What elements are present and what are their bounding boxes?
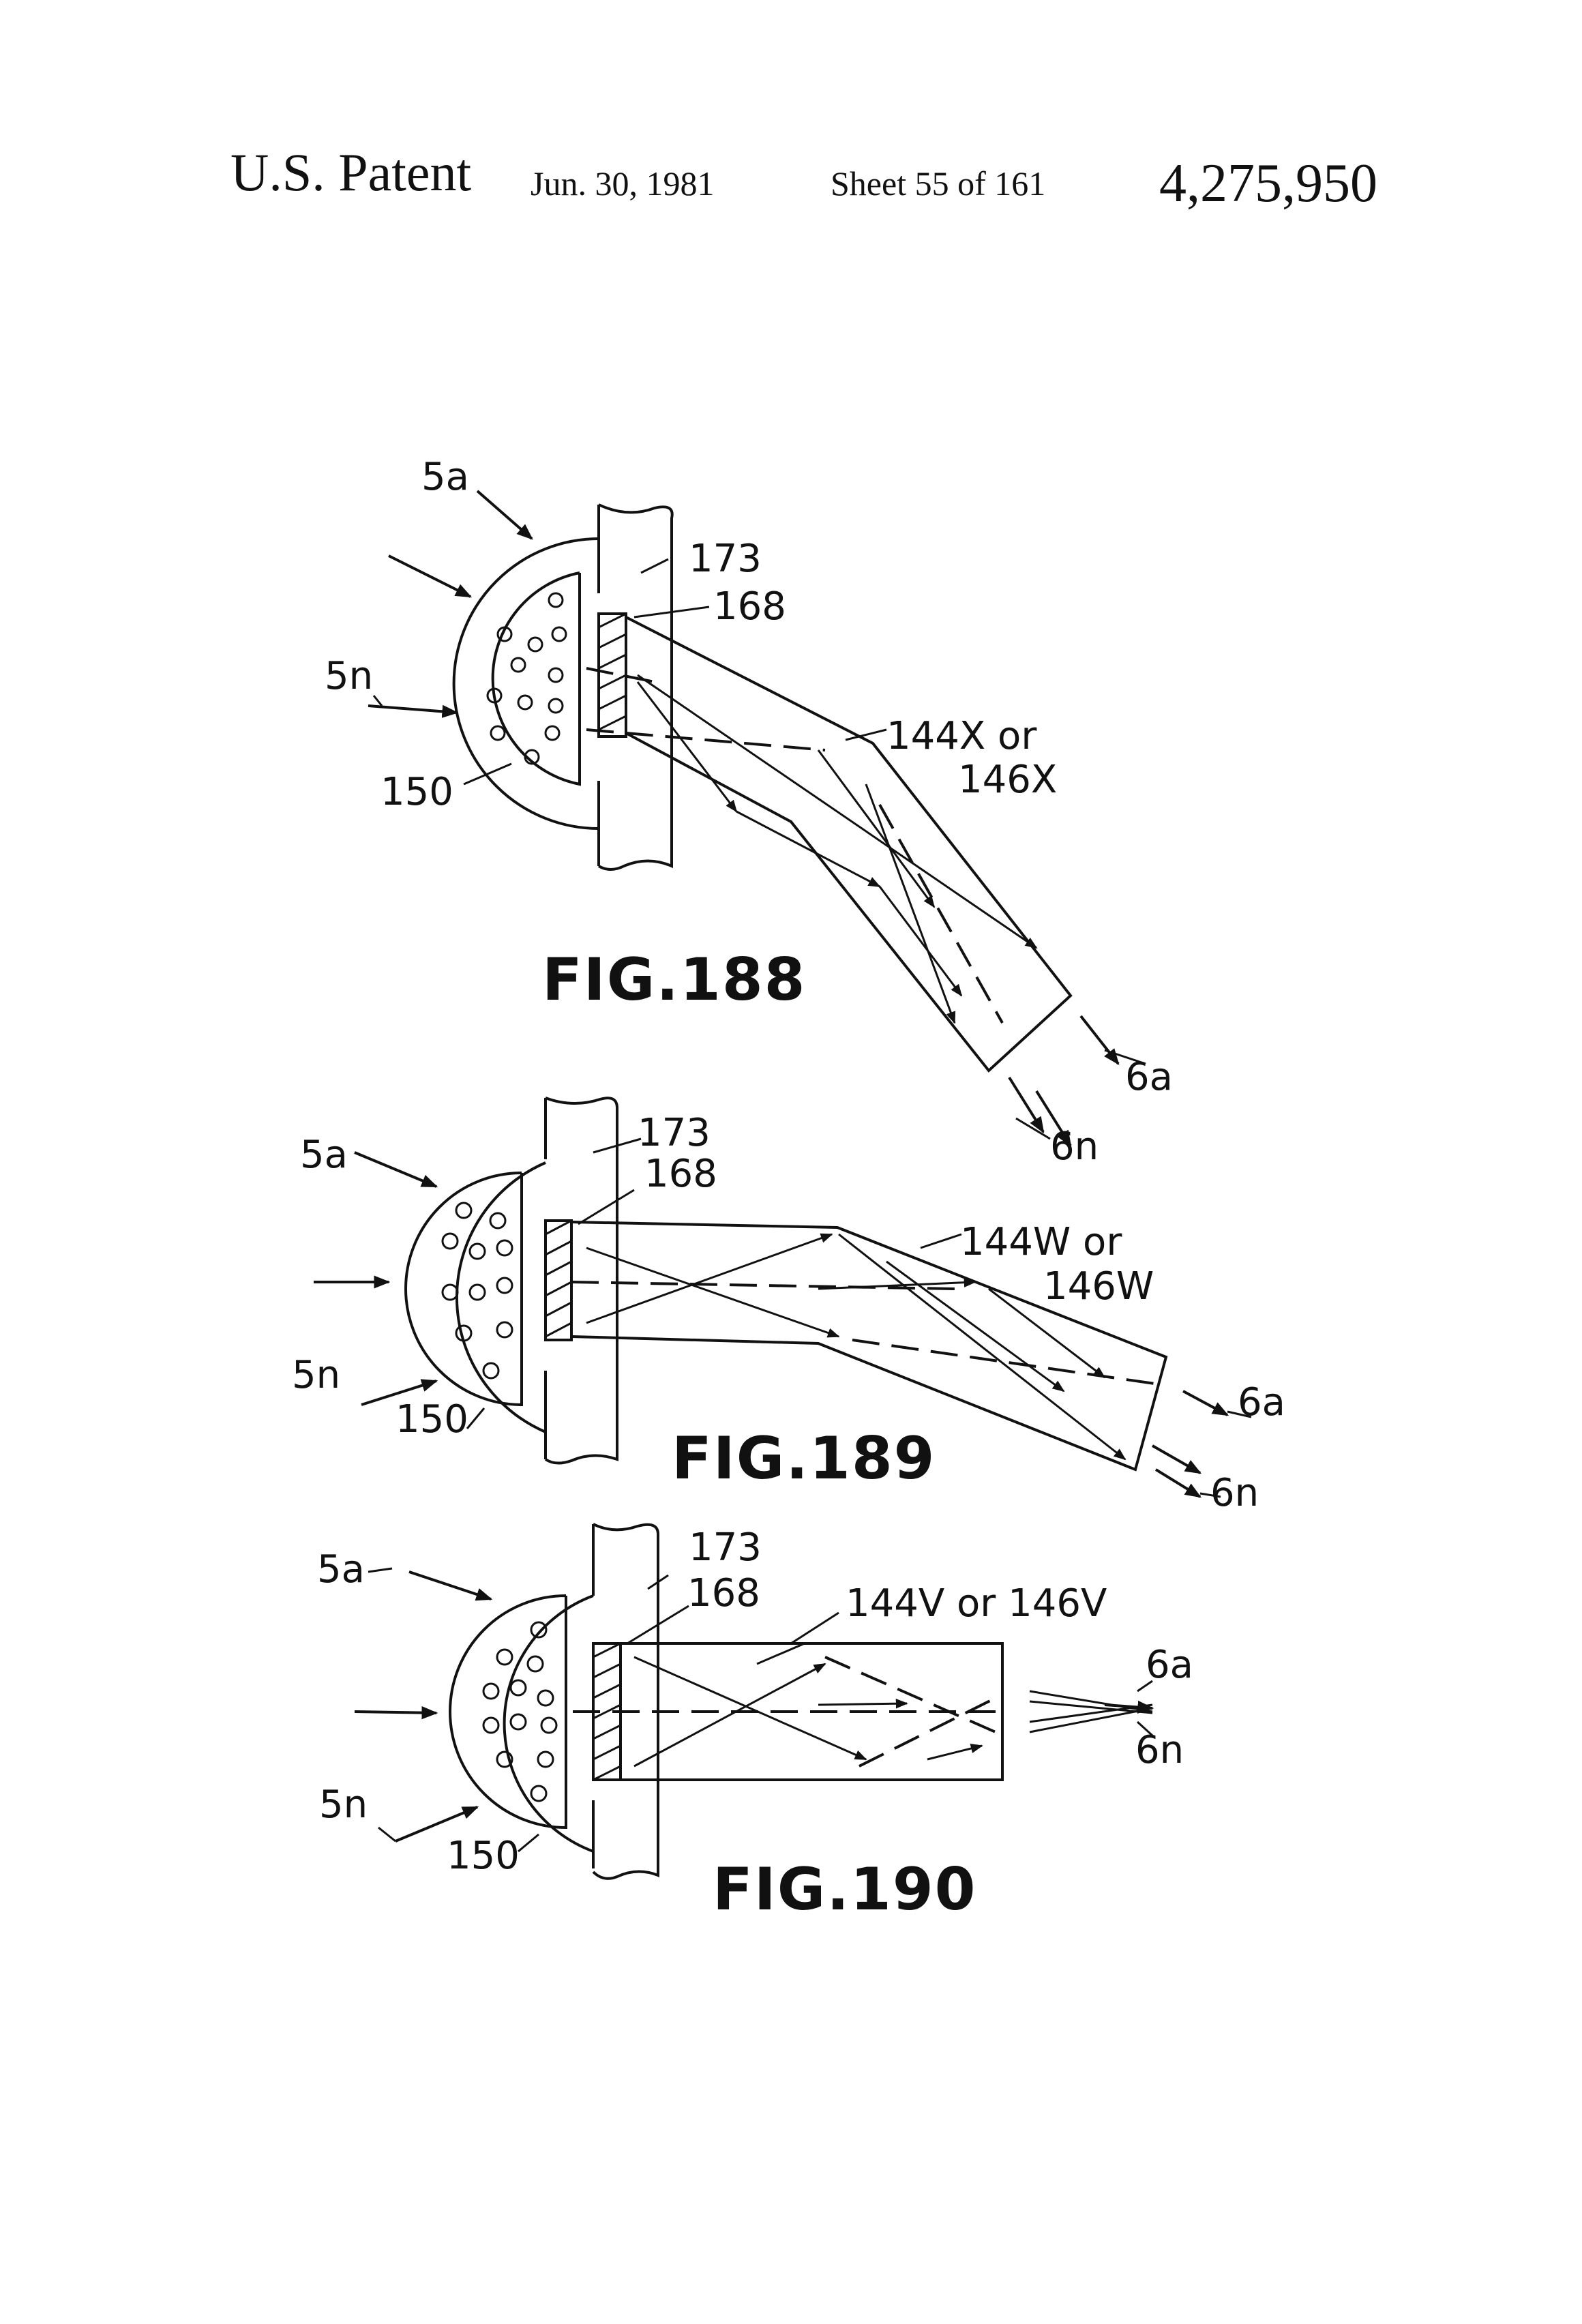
label-5a: 5a	[300, 1133, 348, 1177]
label-6a: 6a	[1125, 1055, 1173, 1099]
label-168: 168	[687, 1571, 760, 1615]
label-guide-line2: 146W	[1043, 1264, 1154, 1309]
label-6n: 6n	[1135, 1728, 1184, 1772]
label-guide-line1: 144W or	[960, 1220, 1122, 1264]
label-guide-line1: 144X or	[886, 714, 1037, 758]
label-6a: 6a	[1238, 1380, 1285, 1425]
figure-188: 5a 5n 150 173 168 144X or 146X 6a 6n FIG…	[325, 455, 1173, 1169]
label-5a: 5a	[421, 455, 469, 499]
label-173: 173	[638, 1111, 711, 1155]
label-6n: 6n	[1050, 1124, 1099, 1169]
collector-150	[406, 1173, 522, 1405]
collector-150	[450, 1596, 566, 1828]
figure-caption: FIG.188	[542, 946, 807, 1014]
dome-housing	[454, 539, 599, 829]
label-168: 168	[713, 584, 786, 629]
label-168: 168	[644, 1152, 717, 1196]
label-5n: 5n	[325, 654, 373, 698]
label-6a: 6a	[1146, 1643, 1193, 1687]
figure-caption: FIG.189	[672, 1425, 936, 1493]
label-150: 150	[395, 1397, 468, 1442]
label-173: 173	[689, 1525, 762, 1570]
label-5n: 5n	[319, 1783, 368, 1827]
wall-173	[599, 505, 672, 869]
element-168	[546, 1221, 571, 1340]
figure-190: 5a 5n 150 173 168 144V or 146V 6a 6n FIG…	[317, 1524, 1193, 1924]
label-5a: 5a	[317, 1547, 365, 1592]
figure-189: 5a 5n 150 173 168 144W or 146W 6a 6n FIG…	[292, 1098, 1285, 1515]
particle-circles	[443, 1203, 512, 1378]
dome-housing	[505, 1596, 593, 1851]
label-150: 150	[380, 770, 453, 814]
label-guide-line2: 146X	[958, 758, 1057, 802]
particle-circles	[483, 1622, 556, 1801]
label-173: 173	[689, 537, 762, 581]
wall-173	[546, 1098, 617, 1463]
label-6n: 6n	[1210, 1471, 1259, 1515]
particle-circles	[488, 593, 566, 764]
label-150: 150	[447, 1834, 520, 1878]
label-guide-line1: 144V or 146V	[846, 1581, 1107, 1626]
figure-caption: FIG.190	[713, 1856, 977, 1924]
label-5n: 5n	[292, 1353, 340, 1397]
wall-173	[593, 1524, 658, 1879]
